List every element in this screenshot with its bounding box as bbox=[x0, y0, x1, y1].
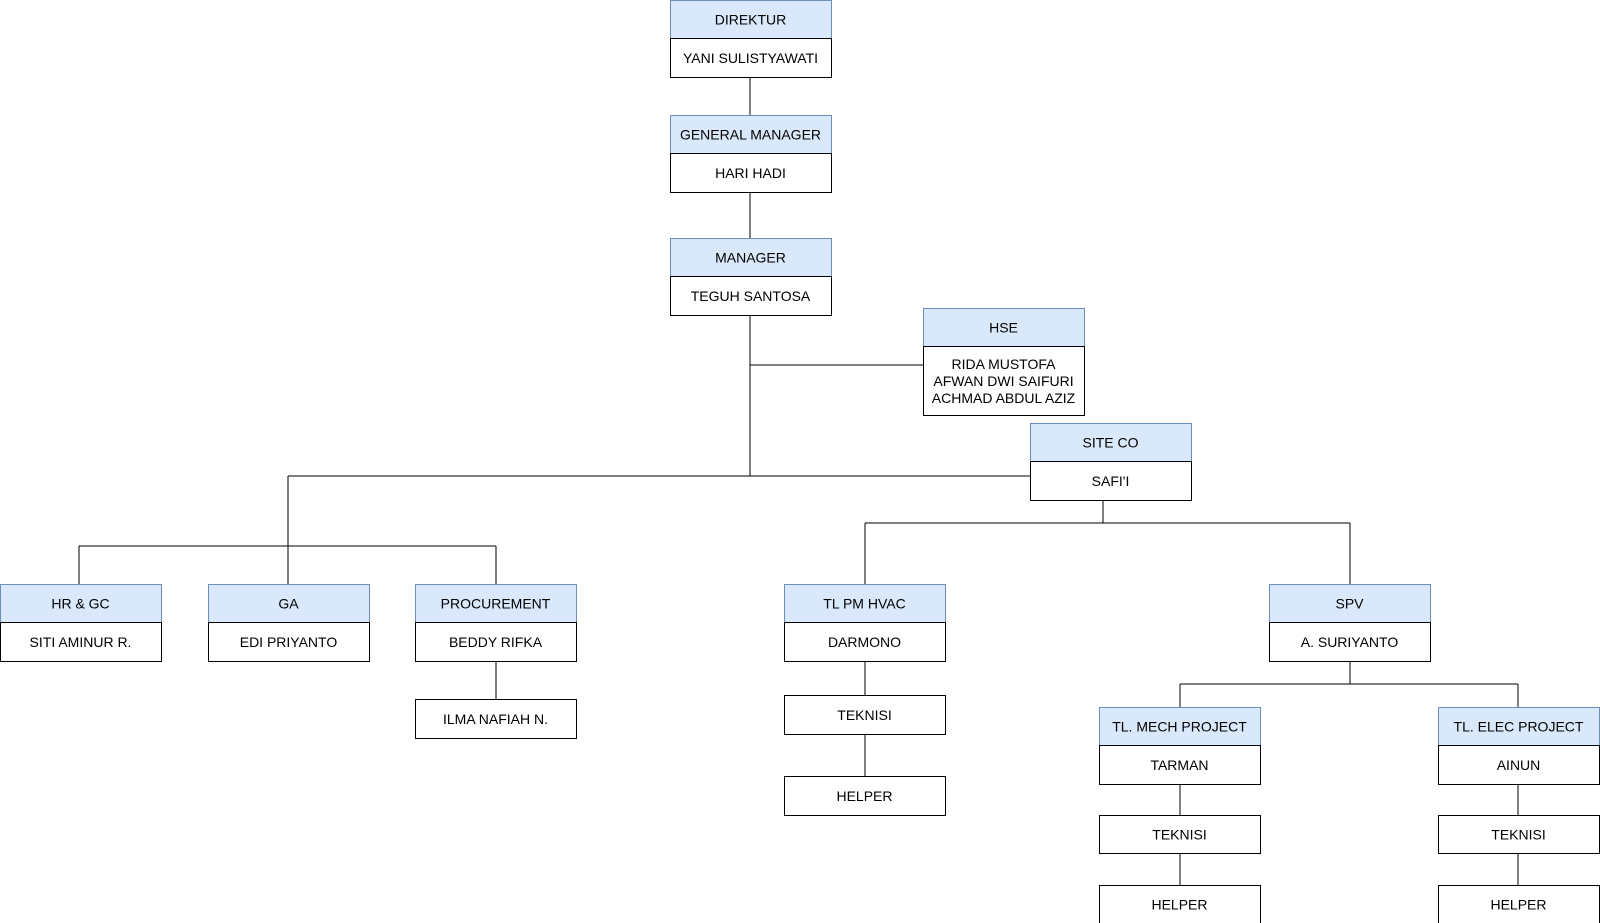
node-tlpm-teknisi: TEKNISI bbox=[784, 695, 946, 735]
node-procurement-body-box bbox=[415, 622, 577, 662]
node-siteco-title: SITE CO bbox=[1082, 435, 1138, 451]
node-hse-name: ACHMAD ABDUL AZIZ bbox=[932, 390, 1076, 406]
node-ga: GA EDI PRIYANTO bbox=[208, 584, 370, 662]
node-hrgc-title-box bbox=[0, 584, 162, 623]
node-direktur-body-box bbox=[670, 38, 832, 78]
node-tlpm-helper-name: HELPER bbox=[836, 788, 892, 804]
node-elec-title-box bbox=[1438, 707, 1600, 746]
node-siteco-name: SAFI'I bbox=[1092, 473, 1130, 489]
node-direktur-title-box bbox=[670, 0, 832, 39]
node-direktur: DIREKTUR YANI SULISTYAWATI bbox=[670, 0, 832, 78]
node-mech-title-box bbox=[1099, 707, 1261, 746]
node-mech-teknisi: TEKNISI bbox=[1099, 815, 1261, 854]
node-mech-title: TL. MECH PROJECT bbox=[1112, 719, 1247, 735]
node-siteco-title-box bbox=[1030, 423, 1192, 462]
node-procurement-title-box bbox=[415, 584, 577, 623]
node-ga-title-box bbox=[208, 584, 370, 623]
node-mech-teknisi-name: TEKNISI bbox=[1152, 827, 1206, 843]
node-tlpm-teknisi-name: TEKNISI bbox=[837, 707, 891, 723]
node-spv-name: A. SURIYANTO bbox=[1301, 634, 1399, 650]
node-mech-helper-name: HELPER bbox=[1151, 897, 1207, 913]
node-elec-name: AINUN bbox=[1497, 757, 1541, 773]
node-hrgc: HR & GC SITI AMINUR R. bbox=[0, 584, 162, 662]
node-direktur-name: YANI SULISTYAWATI bbox=[683, 50, 818, 66]
node-tlpm-helper-body-box bbox=[784, 776, 946, 816]
node-direktur-title: DIREKTUR bbox=[715, 12, 787, 28]
node-gm-name: HARI HADI bbox=[715, 165, 786, 181]
node-tlpm-title-box bbox=[784, 584, 946, 623]
node-hrgc-name: SITI AMINUR R. bbox=[30, 634, 132, 650]
node-ilma: ILMA NAFIAH N. bbox=[415, 699, 577, 739]
node-gm-body-box bbox=[670, 153, 832, 193]
node-ilma-name: ILMA NAFIAH N. bbox=[443, 711, 548, 727]
node-mech-body-box bbox=[1099, 745, 1261, 785]
node-procurement: PROCUREMENT BEDDY RIFKA bbox=[415, 584, 577, 662]
node-elec-helper: HELPER bbox=[1438, 885, 1600, 923]
node-manager-title: MANAGER bbox=[715, 250, 786, 266]
node-mech-helper: HELPER bbox=[1099, 885, 1261, 923]
node-elec-helper-body-box bbox=[1438, 885, 1600, 923]
node-elec: TL. ELEC PROJECT AINUN bbox=[1438, 707, 1600, 785]
node-elec-title: TL. ELEC PROJECT bbox=[1454, 719, 1584, 735]
node-ga-name: EDI PRIYANTO bbox=[240, 634, 338, 650]
node-mech-helper-body-box bbox=[1099, 885, 1261, 923]
node-elec-teknisi-name: TEKNISI bbox=[1491, 827, 1545, 843]
node-hrgc-body-box bbox=[0, 622, 162, 662]
connector-lines bbox=[78, 77, 1519, 885]
node-manager-name: TEGUH SANTOSA bbox=[691, 288, 811, 304]
node-elec-helper-name: HELPER bbox=[1490, 897, 1546, 913]
node-ga-body-box bbox=[208, 622, 370, 662]
node-ga-title: GA bbox=[278, 596, 299, 612]
node-tlpm-title: TL PM HVAC bbox=[823, 596, 905, 612]
node-siteco-body-box bbox=[1030, 461, 1192, 501]
node-hse-title: HSE bbox=[989, 320, 1018, 336]
node-spv-body-box bbox=[1269, 622, 1431, 662]
node-mech-name: TARMAN bbox=[1150, 757, 1208, 773]
node-tlpm-name: DARMONO bbox=[828, 634, 901, 650]
node-gm-title: GENERAL MANAGER bbox=[680, 127, 821, 143]
node-elec-teknisi-body-box bbox=[1438, 815, 1600, 854]
node-tlpm-teknisi-body-box bbox=[784, 695, 946, 735]
node-hse-name: RIDA MUSTOFA bbox=[952, 356, 1057, 372]
node-spv: SPV A. SURIYANTO bbox=[1269, 584, 1431, 662]
node-mech: TL. MECH PROJECT TARMAN bbox=[1099, 707, 1261, 785]
node-mech-teknisi-body-box bbox=[1099, 815, 1261, 854]
node-siteco: SITE CO SAFI'I bbox=[1030, 423, 1192, 501]
node-procurement-name: BEDDY RIFKA bbox=[449, 634, 543, 650]
node-tlpm-helper: HELPER bbox=[784, 776, 946, 816]
node-manager-title-box bbox=[670, 238, 832, 277]
node-ilma-body-box bbox=[415, 699, 577, 739]
node-hse-title-box bbox=[923, 308, 1085, 347]
node-hrgc-title: HR & GC bbox=[51, 596, 109, 612]
node-gm-title-box bbox=[670, 115, 832, 154]
node-manager: MANAGER TEGUH SANTOSA bbox=[670, 238, 832, 316]
node-hse-body-box bbox=[923, 346, 1085, 416]
node-spv-title: SPV bbox=[1335, 596, 1364, 612]
node-hse-name: AFWAN DWI SAIFURI bbox=[933, 373, 1073, 389]
node-tlpm: TL PM HVAC DARMONO bbox=[784, 584, 946, 662]
node-procurement-title: PROCUREMENT bbox=[441, 596, 551, 612]
node-manager-body-box bbox=[670, 276, 832, 316]
node-gm: GENERAL MANAGER HARI HADI bbox=[670, 115, 832, 193]
node-tlpm-body-box bbox=[784, 622, 946, 662]
node-elec-teknisi: TEKNISI bbox=[1438, 815, 1600, 854]
